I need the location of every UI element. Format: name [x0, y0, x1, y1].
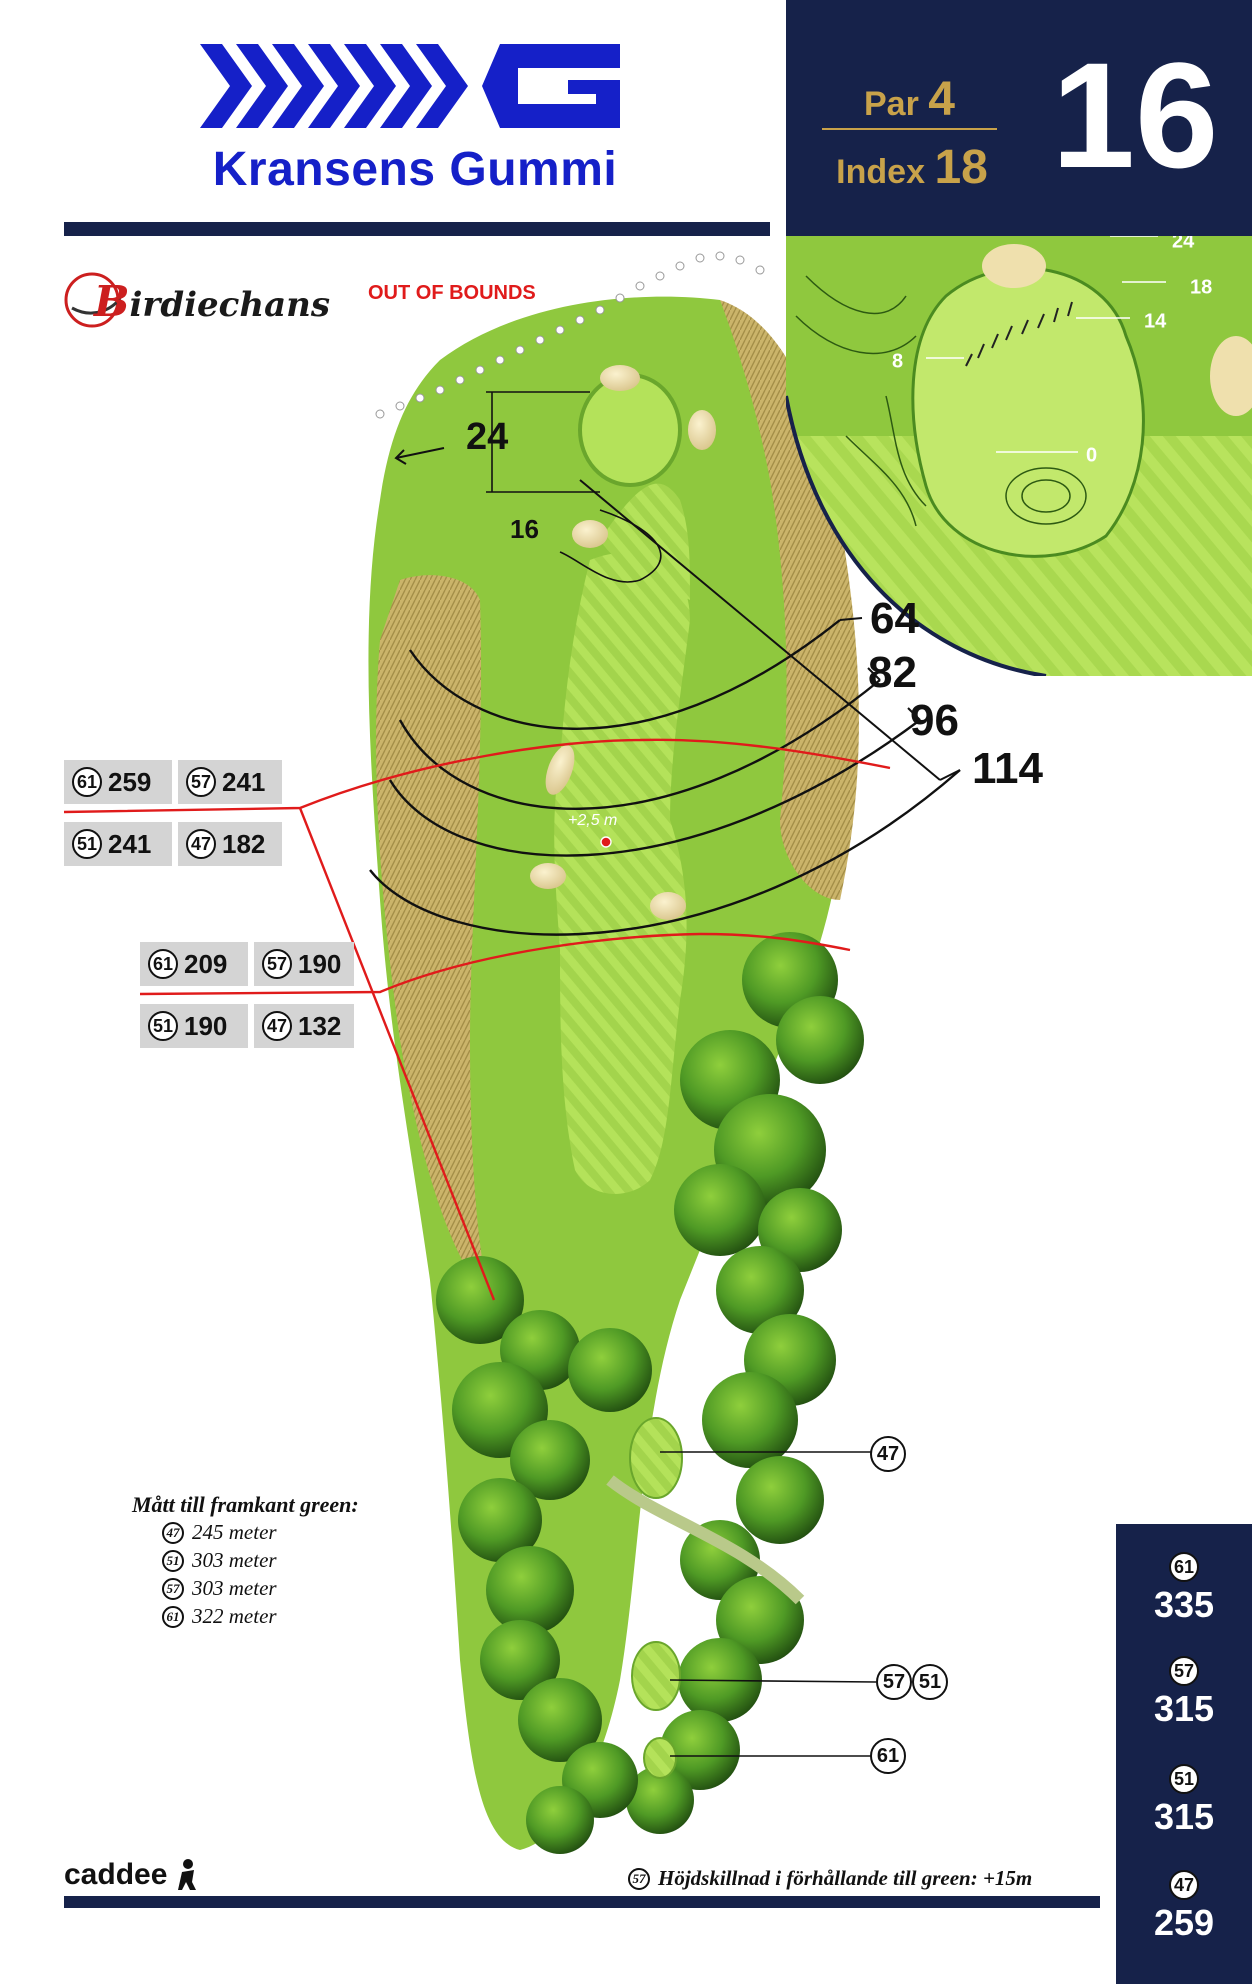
green-depth: 24 — [466, 416, 509, 458]
birdiechans-rest: irdiechans — [129, 285, 330, 325]
hole-number: 16 — [1051, 31, 1219, 199]
cart-path — [606, 1475, 805, 1605]
out-of-bounds-arrow-icon — [394, 447, 445, 465]
out-of-bounds-label: OUT OF BOUNDS — [368, 282, 536, 304]
distance-arcs — [369, 619, 961, 936]
index-value: 18 — [934, 141, 988, 194]
green-detail-view: 24 18 14 8 0 — [786, 236, 1252, 676]
green-surface — [911, 266, 1145, 558]
slope-contours — [795, 275, 1087, 527]
tee-length-51: 51 315 — [1116, 1764, 1252, 1838]
carry-82: 82 — [868, 648, 917, 697]
birdiechans-logo-icon — [64, 272, 122, 328]
chevron-logo-icon — [200, 44, 620, 128]
tee-box-61 — [643, 1737, 677, 1779]
long-grass-left — [376, 575, 490, 1300]
landing-lines — [63, 738, 891, 1301]
carry-64: 64 — [870, 594, 919, 643]
birdiechans-initial: B — [94, 277, 130, 326]
tree-cluster-left — [436, 1256, 652, 1854]
carry-96: 96 — [910, 696, 959, 745]
tee-box-57-51 — [631, 1641, 681, 1711]
bunker-icon — [600, 365, 640, 391]
top-divider — [64, 222, 770, 236]
green-mark-24: 24 — [1172, 236, 1195, 252]
bunker-carry: 16 — [510, 514, 539, 544]
distance-leaders — [579, 479, 961, 781]
green-mark-18: 18 — [1190, 276, 1212, 298]
sponsor-logo — [200, 44, 620, 128]
tee-marker-47: 47 — [870, 1436, 912, 1472]
bunker-icon — [572, 520, 608, 548]
carry-114: 114 — [972, 744, 1043, 793]
tee-marker-57-51: 57 51 — [876, 1664, 948, 1700]
bunker-icon — [545, 745, 575, 795]
tee-lengths-panel: 61 335 57 315 51 315 47 259 — [1116, 1524, 1252, 1984]
green-mark-lines — [926, 236, 1166, 453]
green-mark-14: 14 — [1144, 310, 1167, 332]
par-line: Par 4 — [822, 72, 997, 127]
approach — [600, 483, 690, 600]
bunker-icon — [1210, 336, 1252, 416]
tee-marker-61: 61 — [870, 1738, 912, 1774]
out-of-bounds-boundary — [375, 251, 765, 419]
green-mark-0: 0 — [1086, 444, 1097, 466]
notes-title: Mått till framkant green: — [132, 1492, 359, 1517]
golfer-icon — [177, 1859, 196, 1890]
caddee-logo: caddee — [64, 1858, 202, 1892]
birdiechans-wordmark: Birdiechans — [94, 277, 330, 326]
tree-cluster-right — [626, 932, 864, 1834]
tee-leaders — [660, 1451, 877, 1757]
hole-map — [63, 251, 961, 1854]
green-hash-marks — [965, 301, 1073, 367]
bunker-icon — [982, 244, 1046, 288]
index-line: Index 18 — [812, 140, 1012, 195]
bunker-icon — [650, 892, 686, 920]
tee-length-47: 47 259 — [1116, 1870, 1252, 1944]
tee-box-47 — [629, 1417, 683, 1499]
sponsor-name: Kransens Gummi — [212, 143, 618, 196]
bunker-icon — [530, 863, 566, 889]
bottom-divider — [64, 1896, 1100, 1908]
index-label: Index — [836, 153, 925, 191]
green — [578, 373, 682, 487]
par-value: 4 — [928, 73, 955, 126]
par-label: Par — [864, 85, 919, 123]
fairway — [554, 552, 690, 1194]
tee-length-61: 61 335 — [1116, 1552, 1252, 1626]
header-divider — [822, 128, 997, 130]
green-mark-8: 8 — [892, 350, 903, 372]
hole-header-panel — [786, 0, 1252, 236]
green-depth-marker — [486, 391, 662, 583]
bunker-icon — [688, 410, 716, 450]
aim-target — [600, 836, 612, 848]
tee-length-57: 57 315 — [1116, 1656, 1252, 1730]
elevation-label: +2,5 m — [568, 812, 618, 829]
